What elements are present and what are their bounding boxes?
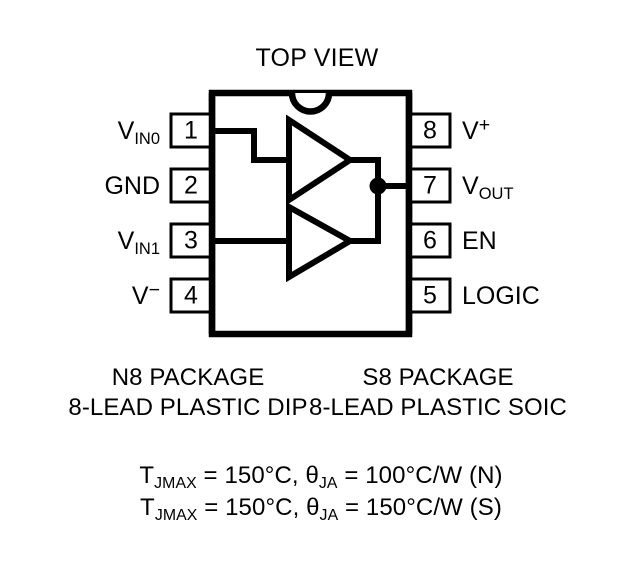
package-desc-n8: 8-LEAD PLASTIC DIP	[68, 394, 308, 421]
pin-label-logic: LOGIC	[462, 282, 540, 310]
buffer-upper-symbol	[286, 114, 356, 206]
pin-number-3: 3	[184, 226, 198, 255]
pin-box-3[interactable]	[169, 222, 213, 259]
pin-label-gnd: GND	[104, 172, 160, 200]
package-name-s8: S8 PACKAGE	[362, 364, 514, 391]
pin-number-2: 2	[184, 171, 198, 200]
package-desc-s8: 8-LEAD PLASTIC SOIC	[309, 394, 567, 421]
page-title: TOP VIEW	[255, 44, 379, 72]
pin-boxes-left	[169, 112, 213, 314]
output-junction-dot	[369, 177, 387, 195]
pin-label-vin1: VIN1	[117, 227, 160, 258]
pin-boxes-right	[408, 112, 452, 314]
package-name-n8: N8 PACKAGE	[111, 364, 265, 391]
wire-pin1-to-upper-buffer	[212, 128, 289, 163]
pin-box-1[interactable]	[169, 112, 213, 149]
internal-wiring	[212, 128, 411, 244]
pin-box-8[interactable]	[408, 112, 452, 149]
wire-lower-buffer-output	[350, 186, 381, 244]
pin-box-7[interactable]	[408, 167, 452, 204]
pin-number-5: 5	[423, 281, 437, 310]
pin-number-1: 1	[184, 116, 198, 145]
thermal-spec-s: TJMAX = 150°C, θJA = 150°C/W (S)	[140, 494, 502, 524]
wire-upper-buffer-output	[350, 157, 381, 186]
buffer-lower-symbol	[286, 201, 357, 283]
pin-label-en: EN	[462, 227, 497, 255]
pin-label-vin0: VIN0	[117, 117, 160, 148]
pin-box-4[interactable]	[169, 277, 213, 314]
pin-box-6[interactable]	[408, 222, 452, 259]
pin-box-5[interactable]	[408, 277, 452, 314]
pin-number-4: 4	[184, 281, 198, 310]
pin-number-7: 7	[423, 171, 437, 200]
pin-label-vout: VOUT	[462, 172, 514, 203]
pin-label-v-plus: V+	[462, 113, 491, 145]
pin-label-v-minus: V−	[131, 278, 160, 310]
thermal-spec-n: TJMAX = 150°C, θJA = 100°C/W (N)	[139, 462, 503, 492]
orientation-notch-icon	[288, 92, 333, 115]
pin-number-8: 8	[423, 116, 437, 145]
pin-number-6: 6	[423, 226, 437, 255]
